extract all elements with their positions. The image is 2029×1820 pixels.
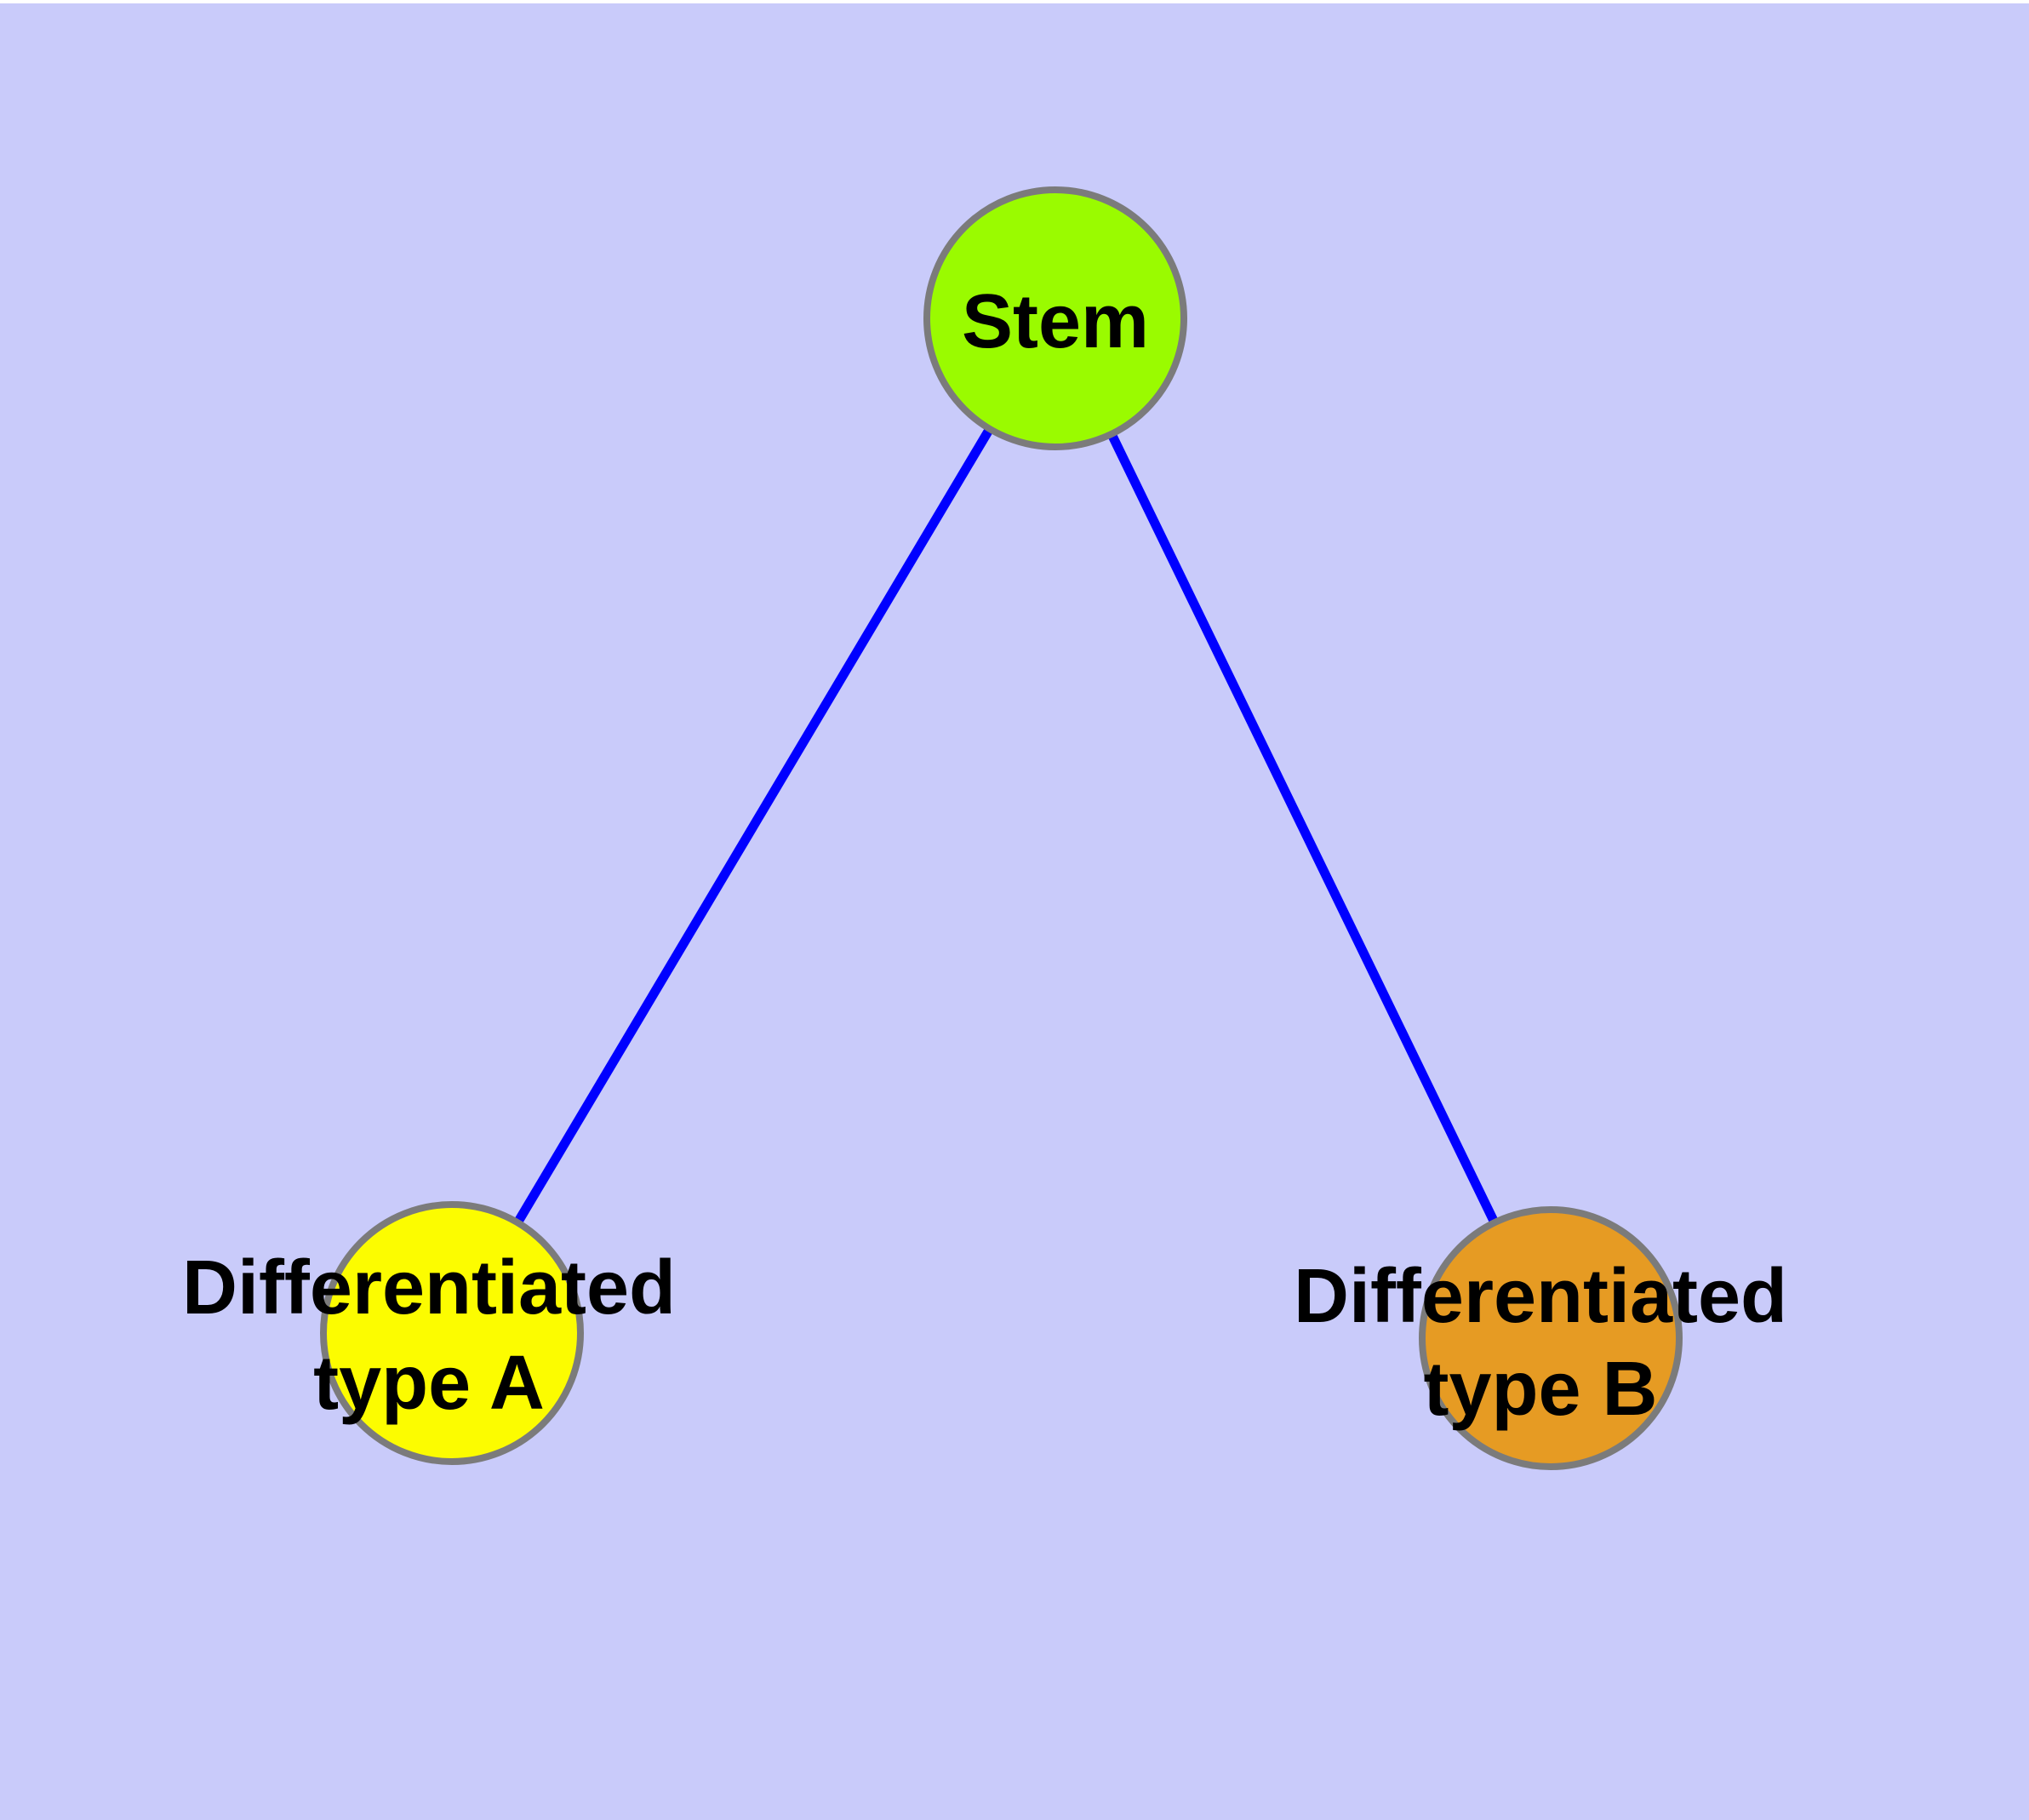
node-stem-circle — [923, 186, 1187, 450]
node-stem: Stem — [923, 186, 1187, 450]
node-type-b-label-line2: type B — [1423, 1347, 1657, 1432]
node-type-b-label-line1: Differentiated — [1294, 1254, 1787, 1339]
node-differentiated-type-a: Differentiated type A — [182, 1201, 676, 1465]
node-type-a-label-line1: Differentiated — [182, 1245, 676, 1331]
edge-stem-to-type-b — [1051, 316, 1555, 1341]
node-type-a-label-line2: type A — [313, 1341, 545, 1426]
node-stem-label: Stem — [962, 279, 1149, 364]
node-type-a-circle — [320, 1201, 584, 1465]
node-type-b-circle — [1419, 1206, 1683, 1470]
edge-group — [448, 316, 1555, 1341]
edge-stem-to-type-a — [448, 316, 1060, 1336]
node-differentiated-type-b: Differentiated type B — [1294, 1206, 1787, 1470]
